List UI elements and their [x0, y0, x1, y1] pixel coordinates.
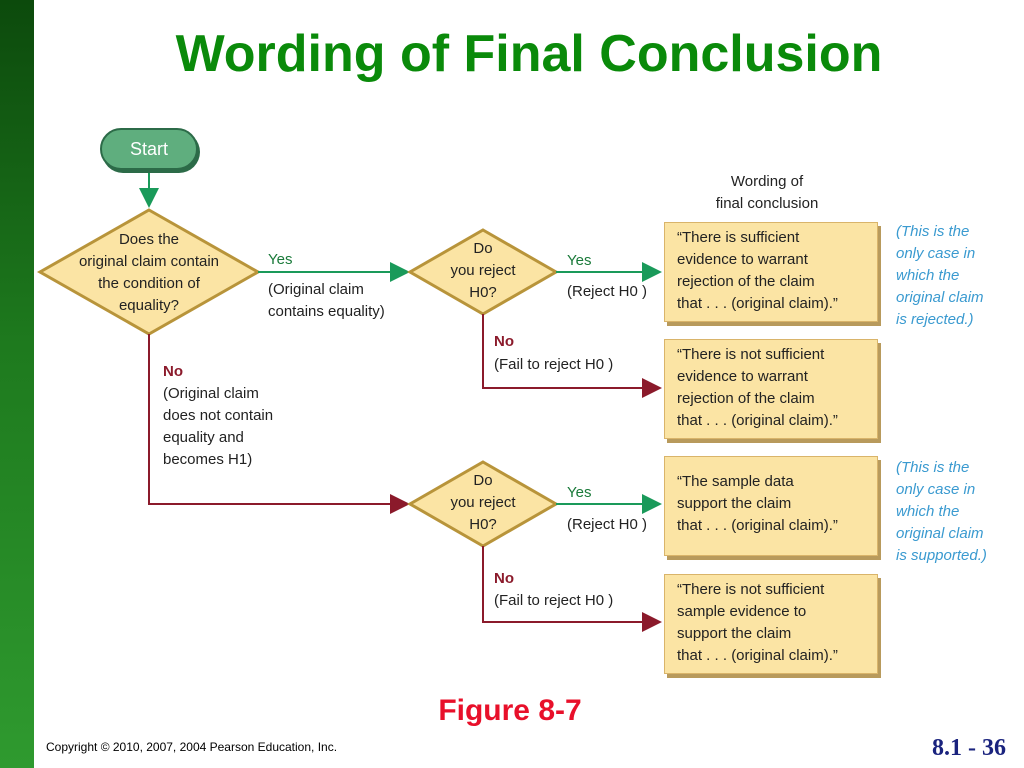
no-equality-label: No	[163, 363, 183, 380]
slide-sidebar-bar	[0, 0, 34, 768]
copyright-text: Copyright © 2010, 2007, 2004 Pearson Edu…	[46, 740, 338, 754]
arrow-no-reject-1	[482, 314, 662, 398]
no-reject-1-note: (Fail to reject H0 )	[494, 356, 614, 373]
arrow-no-reject-2	[482, 546, 662, 632]
yes-equality-note: (Original claim contains equality)	[268, 281, 385, 320]
no-reject-2-note: (Fail to reject H0 )	[494, 592, 614, 609]
conclusion-box-2: “There is not sufficient evidence to war…	[664, 339, 878, 439]
conclusion-box-1: “There is sufficient evidence to warrant…	[664, 222, 878, 322]
conclusion-box-4: “There is not sufficient sample evidence…	[664, 574, 878, 674]
decision-reject-2-text: Do you reject H0?	[450, 472, 516, 533]
yes-reject-2-note: (Reject H0 )	[567, 516, 648, 533]
yes-reject-1-note: (Reject H0 )	[567, 283, 648, 300]
no-reject-2-label: No	[494, 570, 514, 587]
figure-caption: Figure 8-7	[438, 694, 582, 727]
decision-reject-1-text: Do you reject H0?	[450, 240, 516, 301]
arrow-no-equality	[148, 334, 410, 514]
yes-equality-label: Yes	[268, 251, 293, 268]
note-supported: (This is the only case in which the orig…	[896, 459, 987, 564]
no-reject-1-label: No	[494, 333, 514, 350]
conclusion-column-header: Wording of final conclusion	[715, 173, 819, 212]
page-number: 8.1 - 36	[932, 735, 1006, 761]
slide-title: Wording of Final Conclusion	[175, 25, 883, 83]
start-node: Start	[100, 128, 198, 170]
conclusion-box-3: “The sample data support the claim that …	[664, 456, 878, 556]
yes-reject-2-label: Yes	[567, 484, 592, 501]
yes-reject-1-label: Yes	[567, 252, 592, 269]
decision-equality-text: Does the original claim contain the cond…	[78, 231, 220, 314]
note-rejected: (This is the only case in which the orig…	[896, 223, 984, 328]
no-equality-note: (Original claim does not contain equalit…	[163, 385, 274, 468]
